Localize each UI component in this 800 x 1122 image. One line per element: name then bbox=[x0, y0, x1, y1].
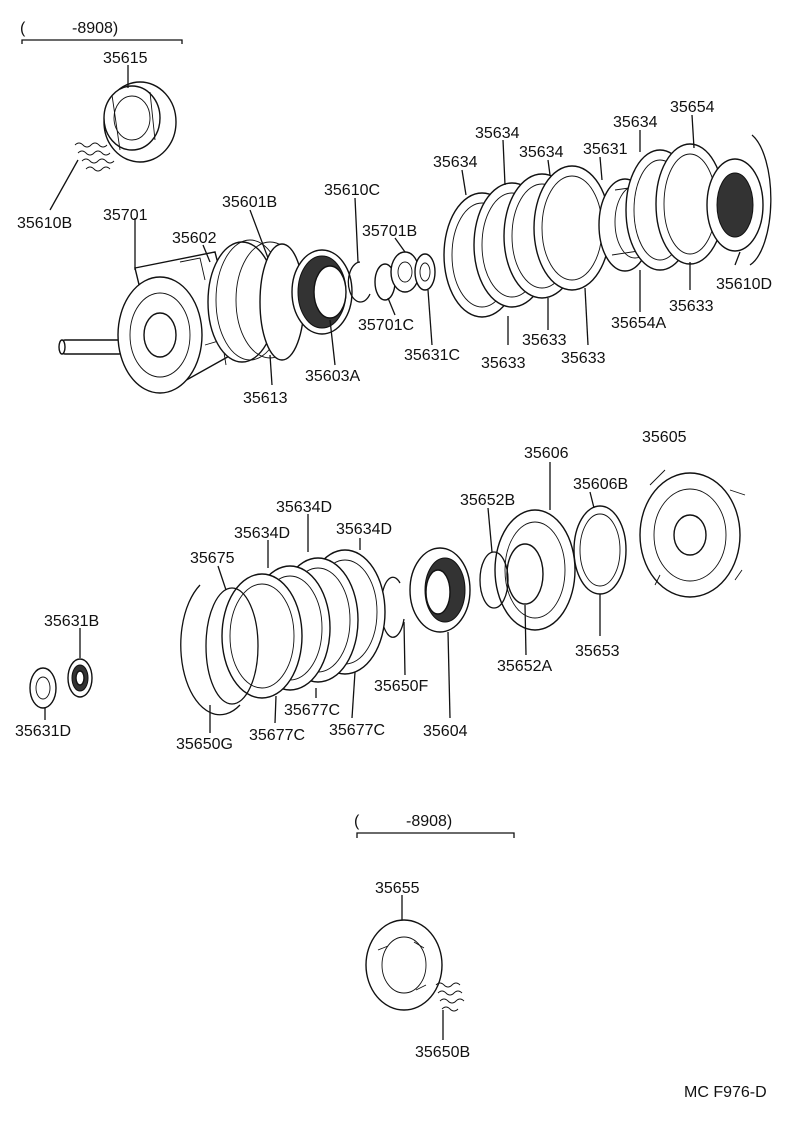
part-35610D-snap-ring bbox=[749, 134, 772, 266]
bottom-date-note: ( -8908) bbox=[354, 813, 515, 838]
label-35610B: 35610B bbox=[17, 215, 72, 232]
label-35677C-a: 35677C bbox=[249, 727, 305, 744]
label-35634-b: 35634 bbox=[475, 125, 520, 142]
part-35604-hub bbox=[409, 547, 471, 633]
label-35655: 35655 bbox=[375, 880, 420, 897]
label-35606: 35606 bbox=[524, 445, 569, 462]
part-35603A-roller-clutch bbox=[291, 249, 353, 335]
label-35606B: 35606B bbox=[573, 476, 628, 493]
part-35652B-ring bbox=[479, 551, 509, 609]
label-35634D-b: 35634D bbox=[234, 525, 290, 542]
label-35633-b: 35633 bbox=[522, 332, 567, 349]
label-35650B: 35650B bbox=[415, 1044, 470, 1061]
bottom-date-bracket bbox=[356, 832, 515, 838]
figure-code: MC F976-D bbox=[684, 1084, 767, 1101]
part-35654-plates bbox=[625, 143, 764, 271]
label-35634D-a: 35634D bbox=[276, 499, 332, 516]
label-35602: 35602 bbox=[172, 230, 217, 247]
part-35605-drum bbox=[639, 469, 746, 598]
label-35650F: 35650F bbox=[374, 678, 428, 695]
label-35610C: 35610C bbox=[324, 182, 380, 199]
part-35606-piston bbox=[494, 509, 576, 631]
label-35631: 35631 bbox=[583, 141, 628, 158]
label-35634-a: 35634 bbox=[433, 154, 478, 171]
label-35650G: 35650G bbox=[176, 736, 233, 753]
label-35701B: 35701B bbox=[362, 223, 417, 240]
leader-lines bbox=[44, 65, 741, 1040]
label-35615: 35615 bbox=[103, 50, 148, 67]
bottom-date-note-code: -8908) bbox=[406, 813, 452, 830]
part-35701B-35701C bbox=[374, 251, 420, 301]
label-35634-c: 35634 bbox=[519, 144, 564, 161]
part-35631B-35631D-washers bbox=[29, 658, 93, 709]
top-date-bracket bbox=[21, 39, 183, 44]
label-35634D-c: 35634D bbox=[336, 521, 392, 538]
part-clutch-plate-stack-lower bbox=[221, 549, 386, 699]
label-35605: 35605 bbox=[642, 429, 687, 446]
label-35675: 35675 bbox=[190, 550, 235, 567]
label-35677C-c: 35677C bbox=[329, 722, 385, 739]
part-35675-35650G-rings bbox=[180, 584, 259, 716]
label-35654A: 35654A bbox=[611, 315, 666, 332]
label-35654: 35654 bbox=[670, 99, 715, 116]
label-35604: 35604 bbox=[423, 723, 468, 740]
top-date-note: ( -8908) bbox=[20, 20, 183, 44]
label-35652B: 35652B bbox=[460, 492, 515, 509]
top-date-note-open: ( bbox=[20, 20, 26, 37]
part-35650B-springs bbox=[435, 982, 465, 1012]
part-35615-drawing bbox=[103, 81, 177, 163]
top-date-note-code: -8908) bbox=[72, 20, 118, 37]
label-35701: 35701 bbox=[103, 207, 148, 224]
label-35631B: 35631B bbox=[44, 613, 99, 630]
label-35652A: 35652A bbox=[497, 658, 552, 675]
part-35701-drum bbox=[58, 251, 241, 394]
part-clutch-plate-stack-upper bbox=[443, 165, 611, 318]
label-35633-d: 35633 bbox=[669, 298, 714, 315]
label-35610D: 35610D bbox=[716, 276, 772, 293]
label-35633-a: 35633 bbox=[481, 355, 526, 372]
part-35655-plate bbox=[365, 919, 443, 1011]
label-35603A: 35603A bbox=[305, 368, 360, 385]
part-labels: 35615 35610B 35701 35602 35601B 35610C 3… bbox=[15, 50, 772, 1101]
part-35610B-springs bbox=[74, 142, 115, 172]
label-35631C: 35631C bbox=[404, 347, 460, 364]
label-35633-c: 35633 bbox=[561, 350, 606, 367]
label-35677C-b: 35677C bbox=[284, 702, 340, 719]
label-35653: 35653 bbox=[575, 643, 620, 660]
label-35634-d: 35634 bbox=[613, 114, 658, 131]
part-35610C-snap-ring bbox=[347, 261, 371, 303]
bottom-date-note-open: ( bbox=[354, 813, 360, 830]
part-35631C-washer bbox=[414, 253, 436, 291]
part-35606B-seal bbox=[573, 505, 627, 595]
label-35613: 35613 bbox=[243, 390, 288, 407]
label-35631D: 35631D bbox=[15, 723, 71, 740]
label-35701C: 35701C bbox=[358, 317, 414, 334]
label-35601B: 35601B bbox=[222, 194, 277, 211]
part-35602-35613 bbox=[207, 239, 305, 363]
